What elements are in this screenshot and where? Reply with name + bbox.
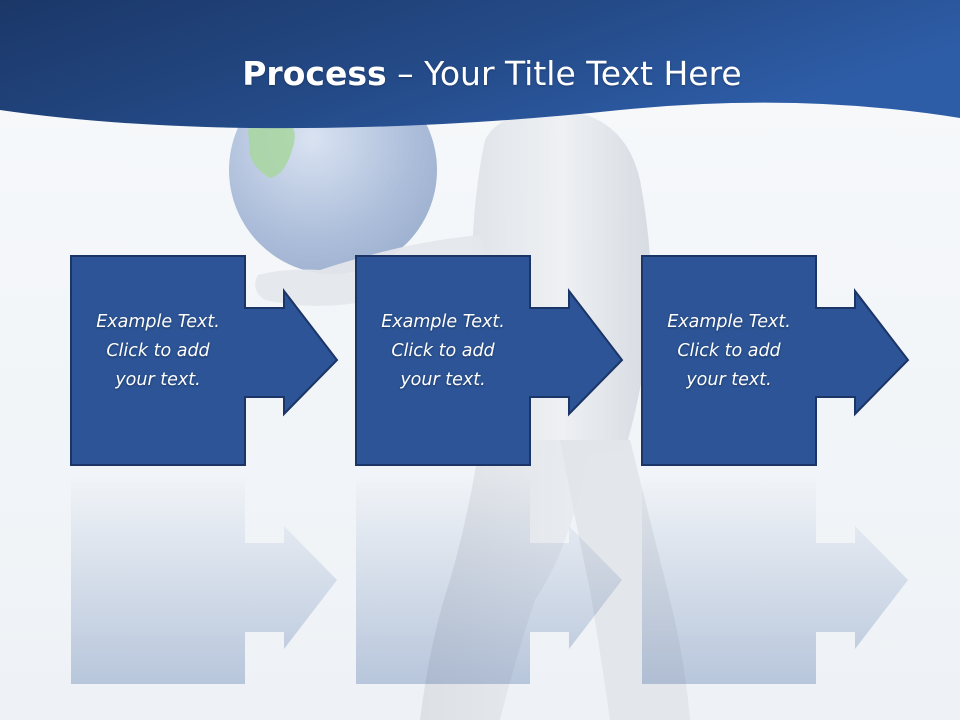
step-reflection [71, 475, 337, 684]
slide-title[interactable]: Process – Your Title Text Here [0, 52, 960, 96]
step-reflection [356, 475, 622, 684]
step-reflection [642, 475, 908, 684]
arrow-shape [355, 255, 624, 466]
header-band [0, 0, 960, 129]
title-bold-text: Process [242, 54, 387, 93]
step-2-text[interactable]: Example Text. Click to add your text. [381, 312, 505, 390]
step-1-text[interactable]: Example Text. Click to add your text. [96, 312, 220, 390]
process-step-1[interactable]: Example Text. Click to add your text. [70, 255, 351, 684]
arrow-shape [70, 255, 339, 466]
arrow-shape [641, 255, 910, 466]
title-rest-text: – Your Title Text Here [386, 54, 742, 93]
step-3-text[interactable]: Example Text. Click to add your text. [667, 312, 791, 390]
process-step-2[interactable]: Example Text. Click to add your text. [355, 255, 636, 684]
process-step-3[interactable]: Example Text. Click to add your text. [641, 255, 922, 684]
